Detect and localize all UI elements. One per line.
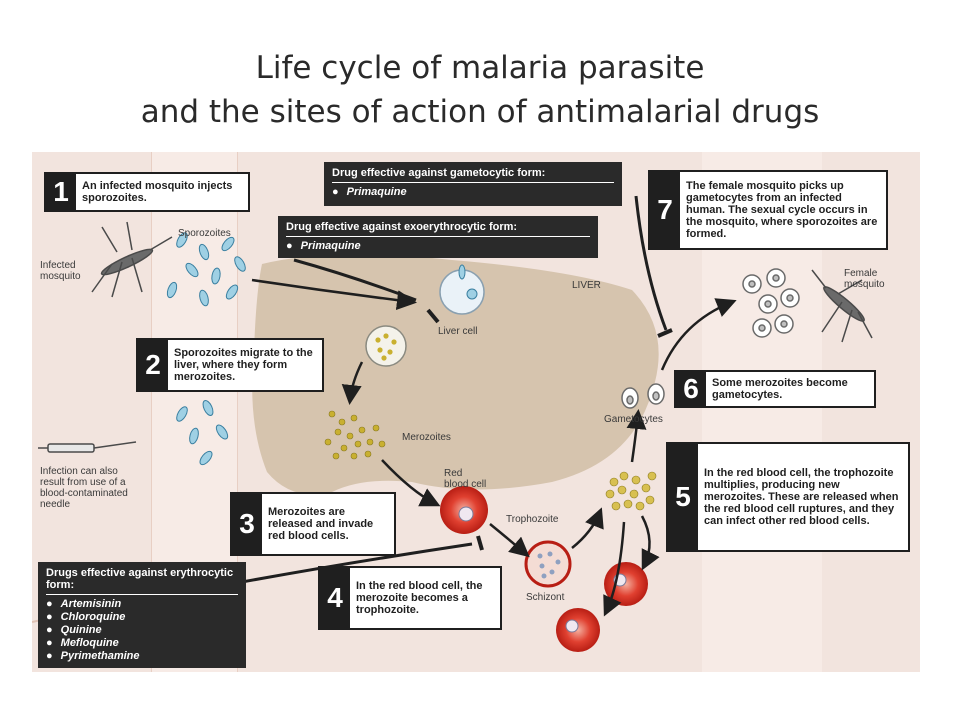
step-6-text: Some merozoites become gametocytes. [712, 377, 848, 401]
erythrocytic-heading: Drugs effective against erythrocytic for… [46, 567, 238, 595]
exoerythrocytic-heading: Drug effective against exoerythrocytic f… [286, 221, 590, 237]
needle-sporozoites [176, 400, 229, 466]
merozoites-label: Merozoites [402, 432, 451, 443]
step-1-number: 1 [46, 174, 76, 210]
infected-mosquito-label: Infected mosquito [40, 260, 81, 282]
schizont-label: Schizont [526, 592, 565, 603]
inhibition-bars [426, 308, 673, 551]
line-gametocytic [634, 195, 668, 331]
liver-cell-label: Liver cell [438, 326, 478, 337]
liver-cell-2 [365, 325, 407, 367]
step-3-box: 3 Merozoites are released and invade red… [230, 492, 396, 556]
merozoites-cluster [324, 410, 386, 460]
step-2-number: 2 [138, 340, 168, 390]
step-5-box: 5 In the red blood cell, the trophozoite… [666, 442, 910, 552]
step-2-text: Sporozoites migrate to the liver, where … [174, 347, 313, 383]
exoerythrocytic-drug-box: Drug effective against exoerythrocytic f… [278, 216, 598, 258]
step-1-text: An infected mosquito injects sporozoites… [82, 180, 233, 204]
sporozoites-label: Sporozoites [178, 228, 231, 239]
infected-mosquito-drawing [91, 221, 173, 298]
trophozoite-label: Trophozoite [506, 514, 559, 525]
life-cycle-diagram: 1 An infected mosquito injects sporozoit… [32, 152, 920, 672]
step-4-box: 4 In the red blood cell, the merozoite b… [318, 566, 502, 630]
arrow-release-to-rbc-2 [603, 521, 626, 617]
step-6-number: 6 [676, 372, 706, 406]
title-line-2: and the sites of action of antimalarial … [140, 94, 820, 130]
step-3-text: Merozoites are released and invade red b… [268, 506, 374, 542]
schizont-cell [524, 540, 572, 588]
gametocytes-label: Gametocytes [604, 414, 663, 425]
arrow-schizont-to-release [571, 507, 604, 549]
step-6-box: 6 Some merozoites become gametocytes. [674, 370, 876, 408]
step-1-box: 1 An infected mosquito injects sporozoit… [44, 172, 250, 212]
drug-action-lines [241, 195, 668, 584]
line-erythrocytic [241, 542, 473, 584]
needle-note-label: Infection can also result from use of a … [40, 466, 128, 510]
arrow-liver-to-merozoites [341, 361, 364, 405]
gametocytic-drug-box: Drug effective against gametocytic form:… [324, 162, 622, 206]
exoerythrocytic-drug-list: Primaquine [286, 240, 590, 253]
erythrocytic-drug-list: Artemisinin Chloroquine Quinine Mefloqui… [46, 598, 238, 663]
arrow-release-to-rbc [640, 515, 660, 571]
red-blood-cell-3 [556, 608, 600, 652]
female-mosquito-drawing [811, 269, 873, 343]
drug-item: Primaquine [332, 186, 614, 199]
cycle-arrows [251, 278, 737, 617]
gametocytic-drug-list: Primaquine [332, 186, 614, 199]
gametocytic-heading: Drug effective against gametocytic form: [332, 167, 614, 183]
step-5-text: In the red blood cell, the trophozoite m… [704, 467, 899, 527]
step-5-number: 5 [668, 444, 698, 550]
red-blood-cell-label: Red blood cell [444, 468, 487, 490]
sporozoites-cluster [166, 232, 246, 307]
arrow-sporozoites-to-liver [251, 278, 417, 311]
mosquito-gametocytes [742, 268, 800, 338]
female-mosquito-label: Female mosquito [844, 268, 885, 290]
drug-item: Quinine [46, 624, 238, 637]
gametocytes [621, 383, 665, 409]
title-line-1: Life cycle of malaria parasite [255, 50, 705, 86]
arrow-gametocytes-to-mosquito [660, 298, 737, 371]
liver-label: LIVER [572, 280, 601, 291]
arrow-rbc-to-schizont [489, 523, 530, 558]
drug-item: Mefloquine [46, 637, 238, 650]
drug-item: Pyrimethamine [46, 650, 238, 663]
step-4-number: 4 [320, 568, 350, 628]
step-4-text: In the red blood cell, the merozoite bec… [356, 580, 483, 616]
drug-item: Primaquine [286, 240, 590, 253]
step-7-number: 7 [650, 172, 680, 248]
erythrocytic-drug-box: Drugs effective against erythrocytic for… [38, 562, 246, 668]
step-7-box: 7 The female mosquito picks up gametocyt… [648, 170, 888, 250]
drug-item: Artemisinin [46, 598, 238, 611]
released-merozoites [605, 471, 657, 511]
step-2-box: 2 Sporozoites migrate to the liver, wher… [136, 338, 324, 392]
syringe-drawing [38, 441, 137, 453]
arrow-merozoites-to-rbc [381, 459, 441, 507]
step-7-text: The female mosquito picks up gametocytes… [686, 180, 878, 240]
arrow-release-to-gametocytes [626, 409, 647, 463]
drug-item: Chloroquine [46, 611, 238, 624]
line-exoerythrocytic [293, 258, 417, 302]
slide-title: Life cycle of malaria parasite and the s… [0, 46, 960, 134]
liver-shape [252, 254, 659, 495]
step-3-number: 3 [232, 494, 262, 554]
